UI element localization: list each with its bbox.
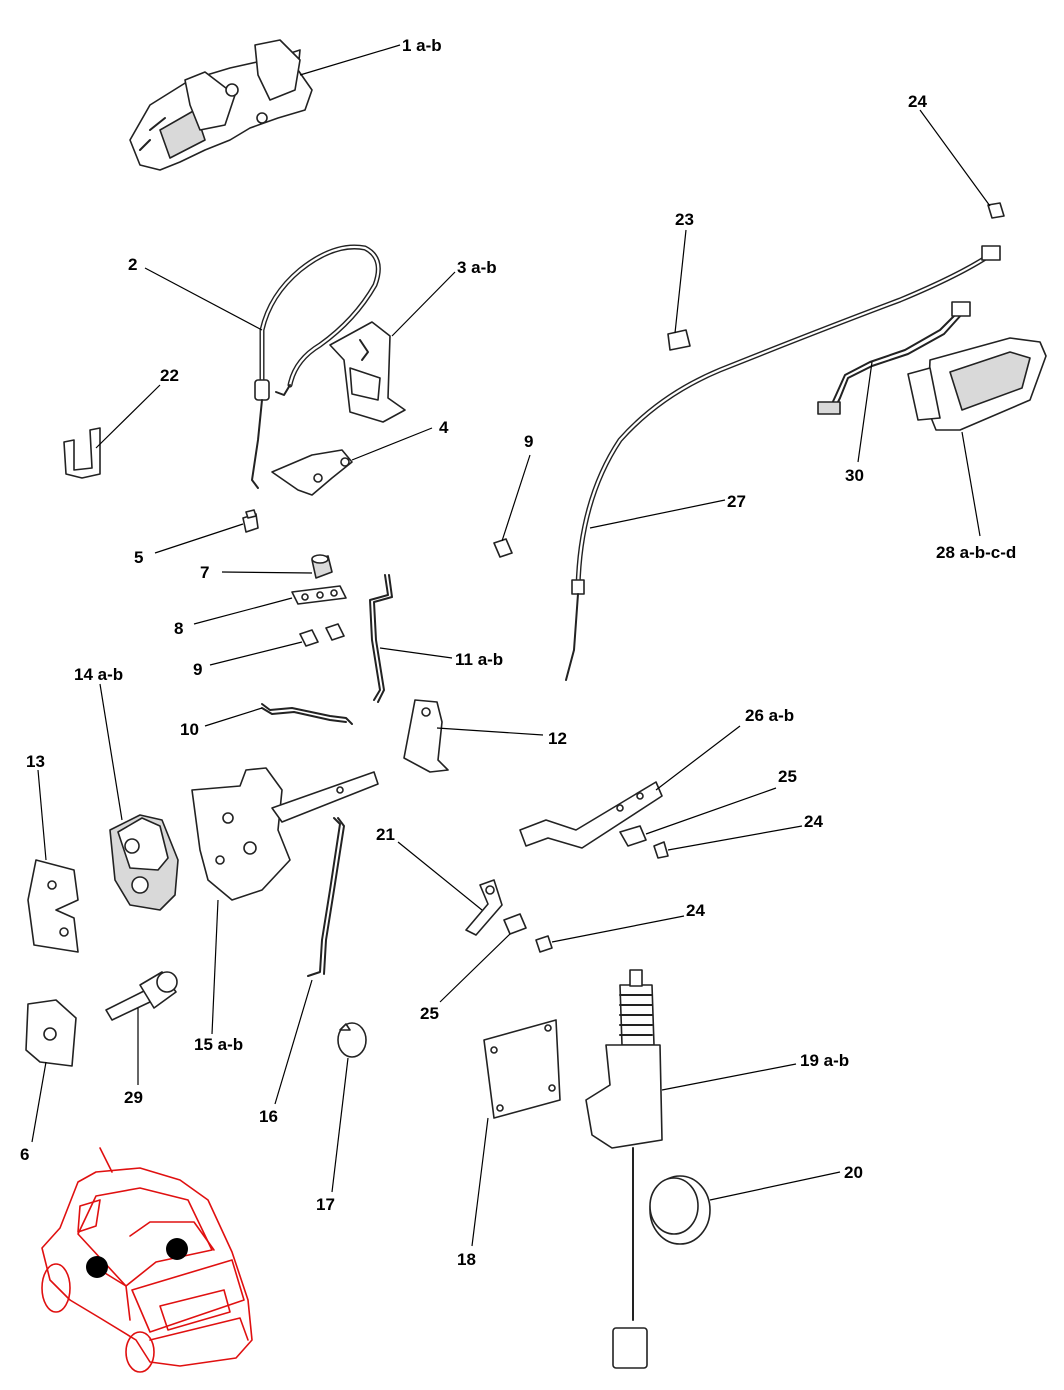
- label-part-24-middle: 24: [804, 812, 823, 831]
- label-part-12: 12: [548, 729, 567, 748]
- part-21-lever: [465, 879, 503, 936]
- part-29-bolt: [105, 971, 178, 1021]
- label-part-23: 23: [675, 210, 694, 229]
- part-20-round-cap: [649, 1175, 711, 1245]
- part-27-cable: [565, 245, 1001, 681]
- label-part-20: 20: [844, 1163, 863, 1182]
- leader-lines: [31, 44, 991, 1247]
- label-part-6: 6: [20, 1145, 29, 1164]
- part-23-connector: [667, 329, 691, 351]
- label-part-22: 22: [160, 366, 179, 385]
- part-9-clips-pair: [299, 623, 345, 647]
- label-part-14: 14 a-b: [74, 665, 123, 684]
- label-part-3: 3 a-b: [457, 258, 497, 277]
- label-part-27: 27: [727, 492, 746, 511]
- locator-marker-front-door: [166, 1238, 188, 1260]
- label-part-18: 18: [457, 1250, 476, 1269]
- label-part-25-upper: 25: [778, 767, 797, 786]
- part-9-clip-single: [493, 538, 513, 558]
- part-19-actuator: [585, 969, 663, 1369]
- part-28-inner-handle: [907, 337, 1047, 431]
- label-part-19: 19 a-b: [800, 1051, 849, 1070]
- label-part-29: 29: [124, 1088, 143, 1107]
- locator-car-outline: [41, 1147, 253, 1373]
- label-part-7: 7: [200, 563, 209, 582]
- part-4-bracket: [271, 449, 353, 496]
- part-8-plate: [291, 585, 347, 605]
- label-part-2: 2: [128, 255, 137, 274]
- label-part-17: 17: [316, 1195, 335, 1214]
- label-part-11: 11 a-b: [455, 650, 503, 669]
- part-22-clip: [63, 427, 101, 479]
- label-part-16: 16: [259, 1107, 278, 1126]
- label-part-8: 8: [174, 619, 183, 638]
- part-16-rod: [307, 817, 345, 977]
- part-24-nut-top: [987, 202, 1005, 219]
- part-17-cap: [337, 1022, 367, 1058]
- part-1-door-lock: [129, 39, 313, 171]
- part-18-plate: [483, 1019, 561, 1119]
- part-10-rod: [261, 703, 353, 725]
- part-5-clip: [242, 509, 259, 533]
- part-25-pin-upper: [619, 825, 647, 847]
- label-part-4: 4: [439, 418, 449, 437]
- label-part-26: 26 a-b: [745, 706, 794, 725]
- part-25-pin-lower: [503, 913, 527, 935]
- part-11-rod: [369, 574, 393, 703]
- label-part-24-top: 24: [908, 92, 927, 111]
- label-part-5: 5: [134, 548, 143, 567]
- part-14-lock-cover: [109, 814, 179, 911]
- label-part-28: 28 a-b-c-d: [936, 543, 1016, 562]
- label-part-21: 21: [376, 825, 395, 844]
- part-6-clip-nut: [25, 999, 77, 1067]
- label-part-10: 10: [180, 720, 199, 739]
- part-15-latch-plate: [191, 767, 379, 901]
- label-part-25-lower: 25: [420, 1004, 439, 1023]
- label-part-13: 13: [26, 752, 45, 771]
- label-part-1: 1 a-b: [402, 36, 442, 55]
- part-2-cable-rod: [251, 244, 381, 489]
- part-26-link-plate: [519, 781, 663, 849]
- part-13-gasket: [27, 859, 79, 953]
- part-24-nut-lower: [535, 935, 553, 953]
- label-part-30: 30: [845, 466, 864, 485]
- label-part-9-upper: 9: [524, 432, 533, 451]
- part-7-bushing: [311, 554, 333, 579]
- part-12-bracket: [403, 699, 449, 773]
- label-part-24-lower: 24: [686, 901, 705, 920]
- locator-marker-rear-door: [86, 1256, 108, 1278]
- label-part-9-lower: 9: [193, 660, 202, 679]
- part-24-nut-upper: [653, 841, 669, 859]
- label-part-15: 15 a-b: [194, 1035, 243, 1054]
- part-3-bracket: [329, 321, 406, 423]
